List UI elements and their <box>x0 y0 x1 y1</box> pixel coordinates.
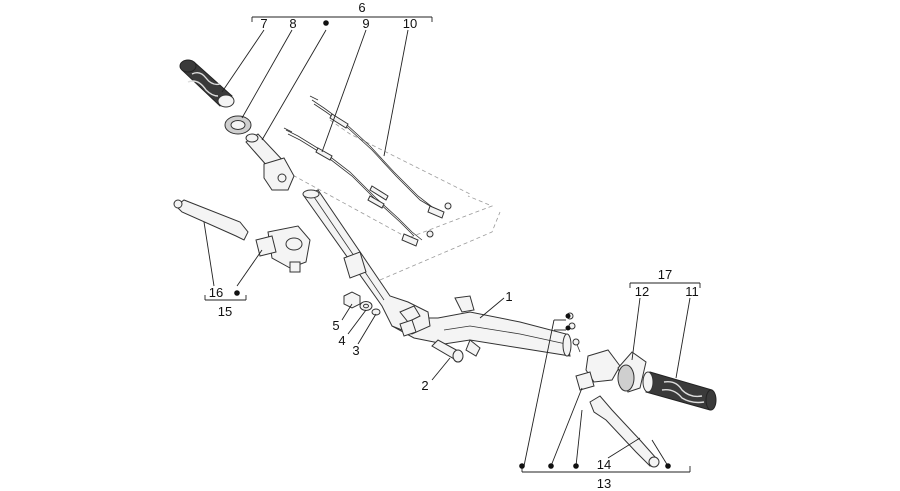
callout-9: 9 <box>362 16 369 31</box>
bracket-6 <box>221 16 433 157</box>
left-brake-lever <box>173 199 249 241</box>
grip-ring <box>224 115 252 135</box>
handlebar-tube <box>391 295 572 357</box>
callout-14: 14 <box>597 457 611 472</box>
callout-16: 16 <box>209 285 223 300</box>
callout-11: 11 <box>685 284 699 299</box>
callout-17: 17 <box>658 267 672 282</box>
fasteners <box>343 291 464 363</box>
master-cylinder <box>255 225 311 273</box>
marker-dot <box>573 463 579 469</box>
callout-8: 8 <box>289 16 296 31</box>
callout-3: 3 <box>352 343 359 358</box>
callout-labels: 6 7 8 9 10 1 5 4 3 2 16 15 17 12 11 14 1… <box>209 0 699 491</box>
callout-10: 10 <box>403 16 417 31</box>
right-grip-ring <box>617 351 647 393</box>
marker-dot <box>323 20 329 26</box>
callout-15: 15 <box>218 304 232 319</box>
marker-dot <box>519 463 525 469</box>
leaders-left-parts <box>341 297 505 381</box>
throttle-cables <box>283 95 452 247</box>
callout-6: 6 <box>358 0 365 15</box>
callout-4: 4 <box>338 333 345 348</box>
callout-2: 2 <box>421 378 428 393</box>
right-grip <box>642 371 717 411</box>
marker-dot <box>565 313 571 319</box>
callout-12: 12 <box>635 284 649 299</box>
steering-column <box>302 189 431 337</box>
throttle-assembly <box>245 133 295 191</box>
marker-dot <box>234 290 240 296</box>
right-lever-assembly <box>566 312 660 468</box>
callout-13: 13 <box>597 476 611 491</box>
bracket-13 <box>519 313 691 473</box>
marker-dot <box>665 463 671 469</box>
assembly-guides <box>286 119 501 281</box>
bracket-15 <box>203 221 263 301</box>
marker-dot <box>548 463 554 469</box>
callout-7: 7 <box>260 16 267 31</box>
callout-1: 1 <box>505 289 512 304</box>
marker-dot <box>565 325 571 331</box>
bracket-17 <box>629 282 701 379</box>
callout-5: 5 <box>332 318 339 333</box>
left-grip <box>179 59 235 108</box>
